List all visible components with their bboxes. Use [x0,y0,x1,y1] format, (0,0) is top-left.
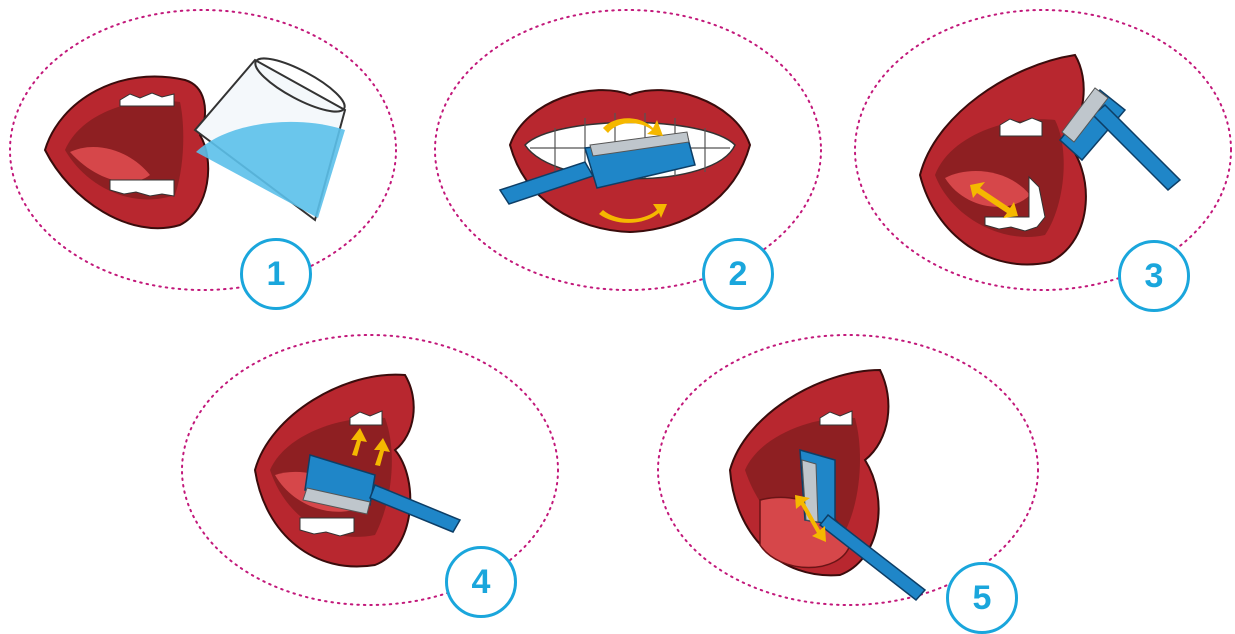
step-2-illustration [425,0,835,310]
step-number-badge: 2 [702,238,774,310]
step-number-badge: 5 [946,562,1018,634]
step-3-panel: 3 [850,0,1235,310]
step-number-badge: 4 [445,546,517,618]
step-number-badge: 1 [240,238,312,310]
open-mouth-side-icon [45,76,208,228]
step-number-badge: 3 [1118,240,1190,312]
water-glass-icon [195,49,351,220]
open-mouth-side-icon [920,55,1086,264]
step-4-panel: 4 [175,330,575,623]
step-2-panel: 2 [425,0,835,310]
step-1-illustration [0,0,410,310]
step-5-panel: 5 [650,330,1050,623]
step-1-panel: 1 [0,0,410,310]
